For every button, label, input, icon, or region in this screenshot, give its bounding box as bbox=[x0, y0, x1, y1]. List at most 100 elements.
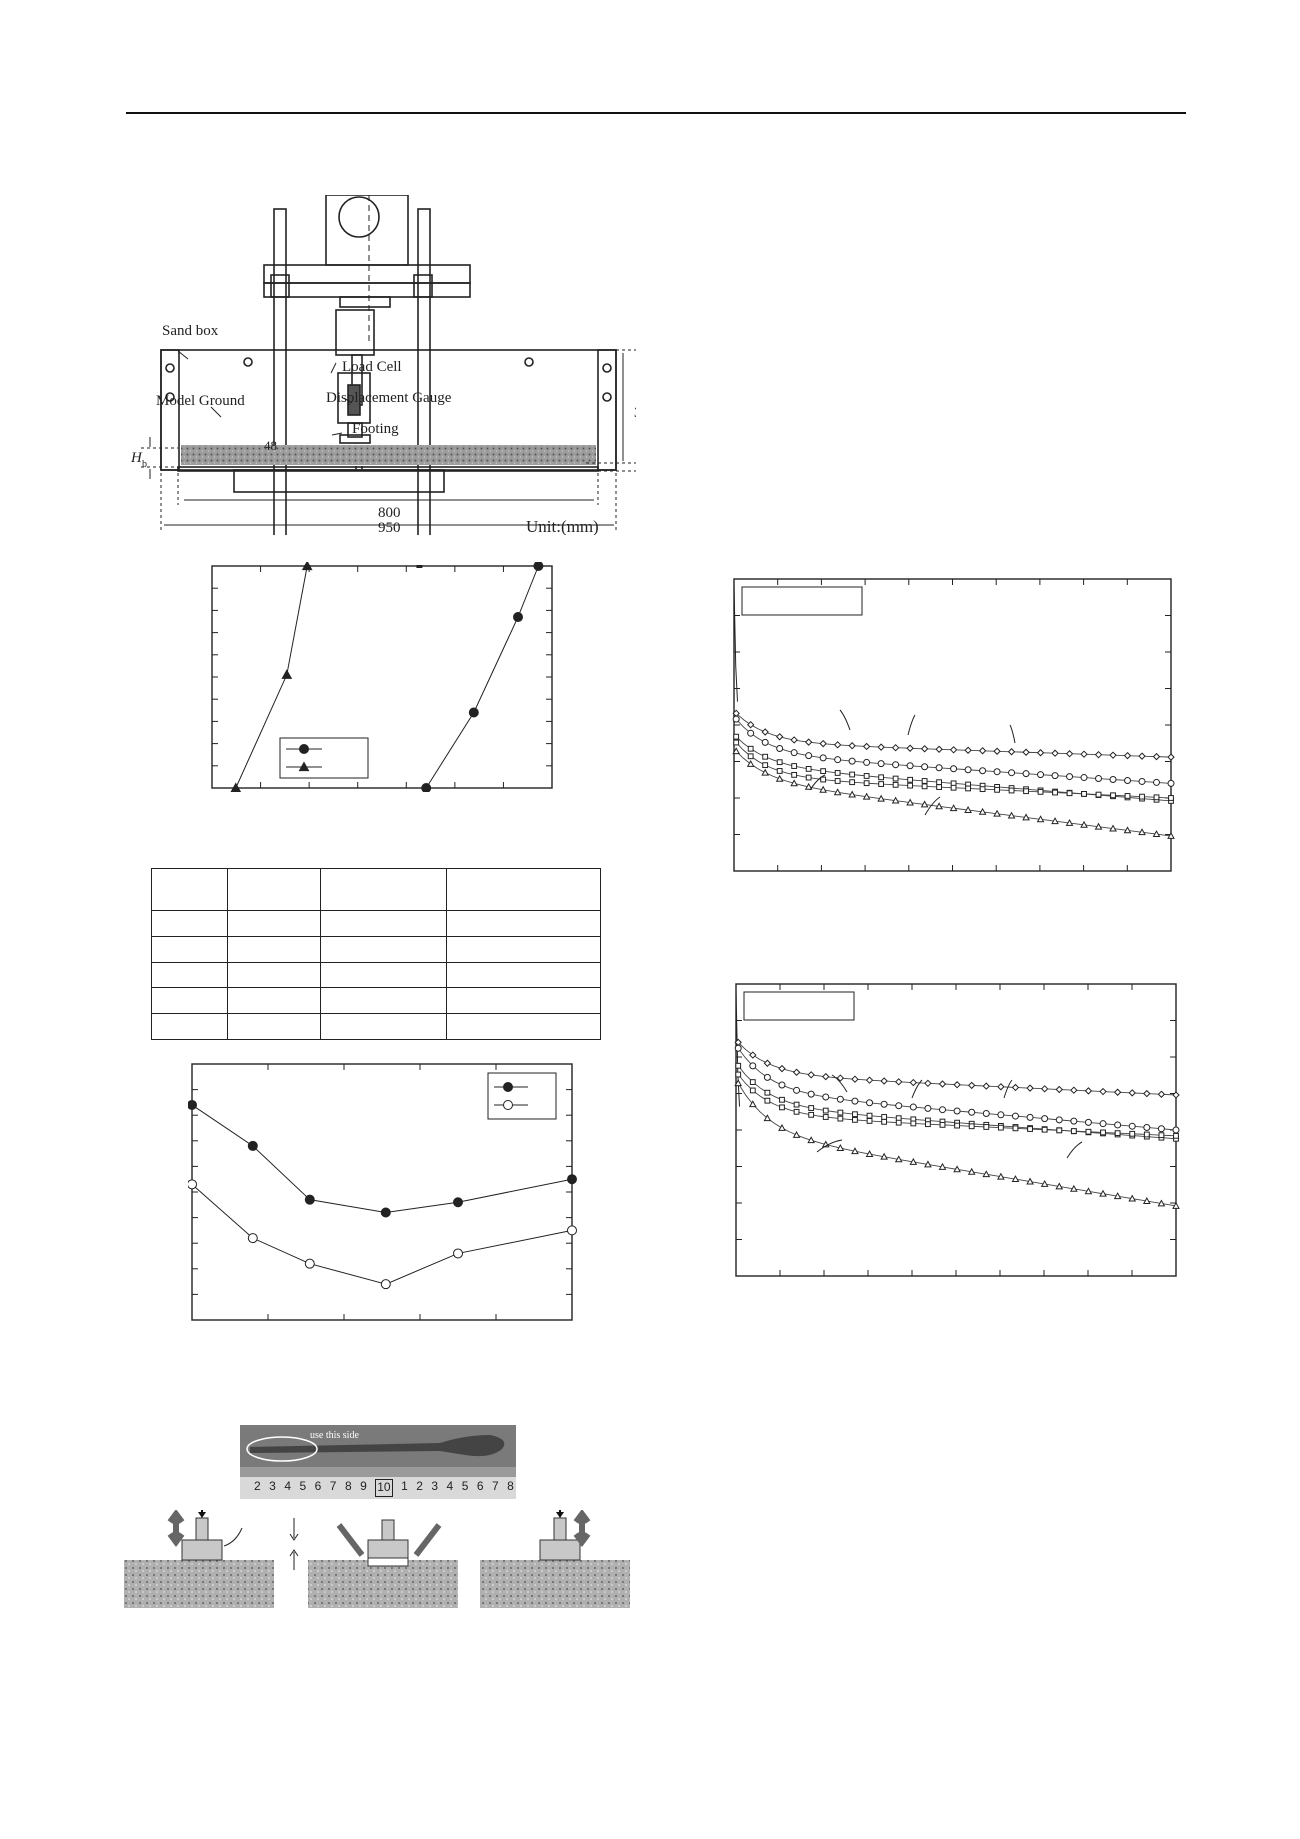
label-d800: 800 bbox=[378, 505, 401, 521]
data-point bbox=[834, 770, 841, 776]
data-point bbox=[416, 565, 423, 568]
curve-pointer bbox=[831, 1074, 848, 1093]
data-point bbox=[1037, 771, 1045, 779]
curve-pointer bbox=[839, 709, 851, 731]
data-point bbox=[1065, 750, 1074, 758]
data-point bbox=[807, 1136, 816, 1144]
data-point bbox=[247, 1140, 258, 1151]
data-point bbox=[863, 773, 870, 779]
data-point bbox=[895, 1102, 903, 1110]
data-point bbox=[749, 1051, 757, 1059]
data-point bbox=[1128, 1089, 1136, 1097]
data-point bbox=[1007, 748, 1016, 756]
data-point bbox=[1143, 1123, 1151, 1131]
data-point bbox=[1157, 1125, 1165, 1133]
data-point bbox=[909, 1157, 918, 1165]
data-point bbox=[862, 792, 871, 800]
data-point bbox=[1040, 1179, 1049, 1187]
data-point bbox=[1070, 1128, 1077, 1134]
base-frame bbox=[233, 469, 445, 493]
data-point bbox=[1095, 791, 1102, 798]
data-point bbox=[1027, 1126, 1033, 1132]
data-point bbox=[1022, 813, 1030, 821]
data-point bbox=[851, 1147, 859, 1155]
data-point bbox=[804, 782, 813, 790]
curve-pointer bbox=[907, 714, 916, 736]
data-point bbox=[848, 742, 856, 750]
data-point bbox=[993, 768, 1001, 776]
data-point bbox=[982, 1110, 990, 1118]
data-point bbox=[997, 1111, 1005, 1119]
data-point bbox=[880, 1077, 888, 1085]
data-point bbox=[920, 745, 929, 753]
data-point bbox=[834, 756, 842, 764]
series-line bbox=[191, 1183, 573, 1285]
data-point bbox=[304, 565, 311, 568]
data-point bbox=[567, 1225, 577, 1236]
data-point bbox=[878, 774, 885, 781]
data-point bbox=[950, 765, 958, 773]
data-point bbox=[188, 1179, 197, 1190]
data-point bbox=[778, 1081, 786, 1089]
data-point bbox=[924, 1079, 932, 1088]
ruler-digit: 7 bbox=[329, 1479, 337, 1493]
data-point bbox=[805, 752, 813, 760]
curve-pointer bbox=[1066, 1141, 1083, 1159]
ruler-digit: 4 bbox=[446, 1479, 454, 1493]
data-point bbox=[820, 776, 827, 783]
data-point bbox=[304, 1258, 315, 1269]
soil-step-1 bbox=[124, 1560, 274, 1608]
data-point bbox=[1084, 1187, 1093, 1195]
data-point bbox=[978, 807, 987, 815]
data-point bbox=[763, 1114, 772, 1122]
data-point bbox=[1080, 820, 1088, 828]
data-point bbox=[834, 778, 841, 784]
top-crossbar bbox=[263, 264, 471, 284]
data-point bbox=[910, 1120, 917, 1127]
data-point bbox=[907, 776, 914, 783]
legend-box bbox=[741, 586, 863, 616]
data-point bbox=[894, 1155, 903, 1163]
data-point bbox=[735, 1071, 742, 1078]
data-point bbox=[1055, 1116, 1063, 1124]
data-point bbox=[964, 806, 972, 813]
label-footing: Footing bbox=[352, 421, 399, 437]
data-point bbox=[299, 744, 309, 754]
data-point bbox=[993, 747, 1001, 755]
data-point bbox=[747, 753, 754, 760]
data-point bbox=[982, 1170, 991, 1178]
data-point bbox=[468, 707, 479, 718]
data-point bbox=[1070, 1086, 1078, 1094]
data-point bbox=[304, 1194, 315, 1205]
ruler-digit: 3 bbox=[269, 1479, 276, 1493]
data-point bbox=[746, 720, 755, 729]
data-point bbox=[453, 1248, 463, 1259]
data-point bbox=[778, 1064, 786, 1073]
label-h-sub: b bbox=[142, 459, 147, 470]
data-point bbox=[866, 1112, 873, 1119]
curve-pointer bbox=[1009, 724, 1016, 744]
ruler-digit: 7 bbox=[492, 1479, 499, 1493]
data-point bbox=[761, 738, 769, 746]
data-point bbox=[993, 809, 1001, 817]
curve-pointer bbox=[809, 774, 826, 791]
data-point bbox=[935, 764, 943, 772]
ruler-digit: 2 bbox=[254, 1479, 261, 1493]
label-d950: 950 bbox=[378, 520, 401, 535]
data-point bbox=[953, 1107, 961, 1115]
ruler-digit: 8 bbox=[507, 1479, 514, 1493]
motor-housing bbox=[325, 195, 409, 266]
data-point bbox=[503, 1100, 513, 1110]
data-point bbox=[877, 743, 885, 751]
data-point bbox=[1099, 1189, 1107, 1197]
data-point bbox=[793, 1086, 801, 1094]
data-point bbox=[807, 1090, 815, 1098]
data-point bbox=[1172, 1091, 1180, 1099]
data-point bbox=[833, 788, 842, 796]
data-point bbox=[732, 715, 740, 723]
data-point bbox=[749, 1062, 757, 1070]
data-point bbox=[281, 669, 293, 679]
data-point bbox=[953, 1165, 961, 1173]
label-d300: 300 bbox=[634, 405, 636, 421]
data-point bbox=[1007, 811, 1016, 819]
